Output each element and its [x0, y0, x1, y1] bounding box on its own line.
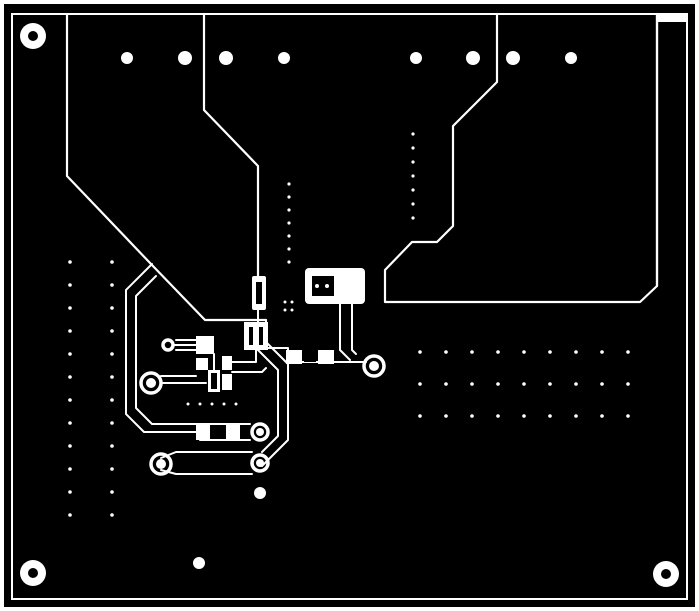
small-via [287, 260, 291, 264]
small-via [411, 160, 415, 164]
small-via [287, 195, 291, 199]
via-column-left [68, 260, 114, 517]
trace-outer-loop [125, 263, 201, 433]
small-via [574, 414, 578, 418]
small-via [411, 174, 415, 178]
small-via [548, 414, 552, 418]
small-via [110, 306, 114, 310]
smd-h-pad-2 [318, 350, 334, 364]
small-via [287, 234, 291, 238]
small-via [574, 382, 578, 386]
small-via [68, 444, 72, 448]
tht-pad-c [149, 452, 173, 476]
small-via [496, 414, 500, 418]
small-via [110, 513, 114, 517]
small-via [68, 490, 72, 494]
small-via [600, 350, 604, 354]
small-via [418, 350, 422, 354]
small-via [470, 414, 474, 418]
small-via [68, 352, 72, 356]
small-via [418, 382, 422, 386]
small-via [287, 221, 291, 225]
mounting-holes [20, 14, 687, 587]
board-keepout-edge [11, 13, 688, 600]
via-bottom [193, 557, 205, 569]
small-via [496, 382, 500, 386]
smd-pad-lower-right [226, 424, 240, 440]
small-via [470, 350, 474, 354]
small-via [287, 208, 291, 212]
small-via [68, 513, 72, 517]
small-via [600, 414, 604, 418]
board-outline [4, 4, 695, 607]
tht-pad-right [362, 354, 386, 378]
small-via [470, 382, 474, 386]
small-via [411, 132, 415, 136]
pour-right-upper [383, 12, 659, 304]
small-via [626, 350, 630, 354]
small-via [496, 350, 500, 354]
small-via [110, 260, 114, 264]
small-via [110, 375, 114, 379]
small-via [68, 306, 72, 310]
pour-middle-divider [202, 12, 260, 280]
small-via [68, 260, 72, 264]
via-below-pads [254, 487, 266, 499]
small-via [110, 421, 114, 425]
via-column-mid-right [411, 132, 415, 220]
small-via [68, 375, 72, 379]
small-via [418, 414, 422, 418]
small-via [444, 350, 448, 354]
small-via [68, 329, 72, 333]
small-via [110, 467, 114, 471]
small-via [522, 414, 526, 418]
small-via [68, 398, 72, 402]
small-via [287, 182, 291, 186]
small-via [110, 490, 114, 494]
small-via [626, 382, 630, 386]
small-via [110, 283, 114, 287]
small-via [110, 398, 114, 402]
small-via [548, 350, 552, 354]
tht-pad-b [250, 453, 270, 473]
small-via [110, 352, 114, 356]
small-via [522, 350, 526, 354]
smd-h-pad-1 [286, 350, 302, 364]
small-via [68, 467, 72, 471]
small-via [574, 350, 578, 354]
small-via [411, 216, 415, 220]
small-via [600, 382, 604, 386]
small-via [444, 382, 448, 386]
small-via [626, 414, 630, 418]
small-via [522, 382, 526, 386]
smd-ic-pad-1 [196, 336, 214, 354]
smd-pad-lower-left [196, 424, 210, 440]
small-via [287, 247, 291, 251]
tht-pad-a [250, 422, 270, 442]
smd-ic-pad-4 [222, 356, 232, 370]
small-via [444, 414, 448, 418]
small-via [110, 329, 114, 333]
small-via [548, 382, 552, 386]
small-via [411, 202, 415, 206]
smd-ic-pad-2 [196, 358, 208, 370]
trace-outer-loop-inner [135, 275, 201, 425]
small-via [411, 188, 415, 192]
small-via [68, 283, 72, 287]
small-via [411, 146, 415, 150]
smd-top-ic [244, 322, 268, 350]
via-column-mid [287, 182, 291, 264]
via-grid-right [418, 350, 630, 418]
corner-cutout [657, 14, 687, 22]
small-via [110, 444, 114, 448]
small-via [68, 421, 72, 425]
smd-ic-pad-5 [222, 374, 232, 390]
central-circuit [125, 263, 386, 569]
top-via-row [121, 51, 577, 65]
